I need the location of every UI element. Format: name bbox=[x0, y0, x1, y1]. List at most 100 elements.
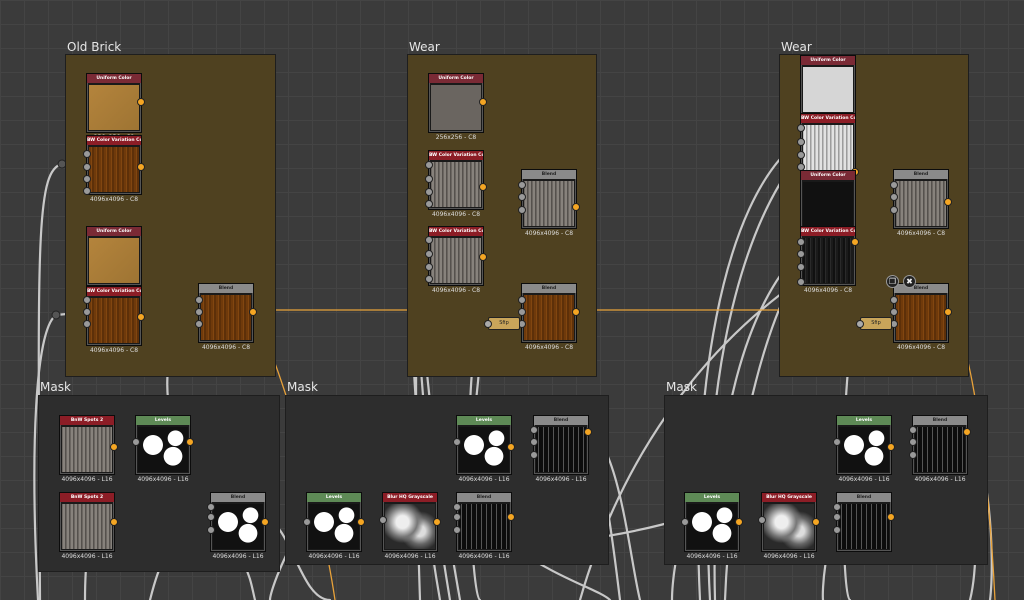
input-port[interactable] bbox=[83, 320, 91, 328]
output-port[interactable] bbox=[584, 428, 592, 436]
input-port[interactable] bbox=[530, 438, 538, 446]
input-port[interactable] bbox=[518, 308, 526, 316]
node-w2-uniform1[interactable]: Uniform Color bbox=[800, 55, 856, 115]
input-port[interactable] bbox=[207, 503, 215, 511]
input-port[interactable] bbox=[132, 438, 140, 446]
input-port[interactable] bbox=[195, 320, 203, 328]
switch-node[interactable]: Sfip bbox=[856, 317, 892, 330]
input-port[interactable] bbox=[425, 200, 433, 208]
output-port[interactable] bbox=[735, 518, 743, 526]
output-port[interactable] bbox=[479, 253, 487, 261]
input-port[interactable] bbox=[303, 518, 311, 526]
output-port[interactable] bbox=[572, 203, 580, 211]
input-port[interactable] bbox=[856, 320, 864, 328]
switch-node[interactable]: Sfip bbox=[484, 317, 520, 330]
input-port[interactable] bbox=[425, 236, 433, 244]
input-port[interactable] bbox=[797, 263, 805, 271]
output-port[interactable] bbox=[944, 308, 952, 316]
output-port[interactable] bbox=[110, 518, 118, 526]
output-port[interactable] bbox=[261, 518, 269, 526]
input-port[interactable] bbox=[425, 263, 433, 271]
output-port[interactable] bbox=[812, 518, 820, 526]
input-port[interactable] bbox=[518, 193, 526, 201]
output-port[interactable] bbox=[137, 163, 145, 171]
input-port[interactable] bbox=[833, 438, 841, 446]
input-port[interactable] bbox=[909, 438, 917, 446]
input-port[interactable] bbox=[890, 181, 898, 189]
output-port[interactable] bbox=[186, 438, 194, 446]
input-port[interactable] bbox=[530, 451, 538, 459]
copy-icon[interactable]: ❐ bbox=[886, 275, 899, 288]
output-port[interactable] bbox=[479, 183, 487, 191]
output-port[interactable] bbox=[433, 518, 441, 526]
output-port[interactable] bbox=[357, 518, 365, 526]
input-port[interactable] bbox=[83, 296, 91, 304]
input-port[interactable] bbox=[758, 516, 766, 524]
input-port[interactable] bbox=[797, 124, 805, 132]
output-port[interactable] bbox=[137, 98, 145, 106]
input-port[interactable] bbox=[797, 250, 805, 258]
input-port[interactable] bbox=[890, 308, 898, 316]
input-port[interactable] bbox=[425, 175, 433, 183]
input-port[interactable] bbox=[681, 518, 689, 526]
input-port[interactable] bbox=[207, 526, 215, 534]
input-port[interactable] bbox=[453, 526, 461, 534]
input-port[interactable] bbox=[890, 206, 898, 214]
node-w1-bw1[interactable]: BW Color Variation Co...4096x4096 - C8 bbox=[425, 150, 487, 218]
input-port[interactable] bbox=[425, 161, 433, 169]
output-port[interactable] bbox=[479, 98, 487, 106]
input-port[interactable] bbox=[890, 296, 898, 304]
node-w2-bw2[interactable]: BW Color Variation Co...4096x4096 - C8 bbox=[797, 226, 859, 294]
input-port[interactable] bbox=[797, 138, 805, 146]
input-port[interactable] bbox=[207, 513, 215, 521]
input-port[interactable] bbox=[797, 238, 805, 246]
input-port[interactable] bbox=[518, 296, 526, 304]
input-port[interactable] bbox=[83, 150, 91, 158]
output-port[interactable] bbox=[507, 443, 515, 451]
input-port[interactable] bbox=[797, 151, 805, 159]
input-port[interactable] bbox=[909, 426, 917, 434]
input-port[interactable] bbox=[833, 513, 841, 521]
input-port[interactable] bbox=[453, 513, 461, 521]
input-port[interactable] bbox=[425, 275, 433, 283]
input-port[interactable] bbox=[83, 308, 91, 316]
input-port[interactable] bbox=[518, 206, 526, 214]
input-port[interactable] bbox=[83, 175, 91, 183]
input-port[interactable] bbox=[484, 320, 492, 328]
close-icon[interactable]: ✖ bbox=[903, 275, 916, 288]
output-port[interactable] bbox=[137, 313, 145, 321]
output-port[interactable] bbox=[963, 428, 971, 436]
node-ob-uniform2[interactable]: Uniform Color bbox=[86, 226, 142, 286]
node-w2-bw1[interactable]: BW Color Variation Co... bbox=[797, 113, 859, 176]
output-port[interactable] bbox=[944, 198, 952, 206]
input-port[interactable] bbox=[797, 278, 805, 286]
output-port[interactable] bbox=[249, 308, 257, 316]
output-port[interactable] bbox=[507, 513, 515, 521]
input-port[interactable] bbox=[195, 296, 203, 304]
input-port[interactable] bbox=[890, 193, 898, 201]
output-port[interactable] bbox=[110, 443, 118, 451]
input-port[interactable] bbox=[425, 250, 433, 258]
input-port[interactable] bbox=[453, 438, 461, 446]
node-m3-blend1[interactable]: Blend bbox=[833, 492, 895, 552]
input-port[interactable] bbox=[379, 516, 387, 524]
node-ob-bw1[interactable]: BW Color Variation Co...4096x4096 - C8 bbox=[83, 135, 145, 203]
node-ob-bw2[interactable]: BW Color Variation Co...4096x4096 - C8 bbox=[83, 286, 145, 354]
input-port[interactable] bbox=[83, 187, 91, 195]
input-port[interactable] bbox=[833, 526, 841, 534]
